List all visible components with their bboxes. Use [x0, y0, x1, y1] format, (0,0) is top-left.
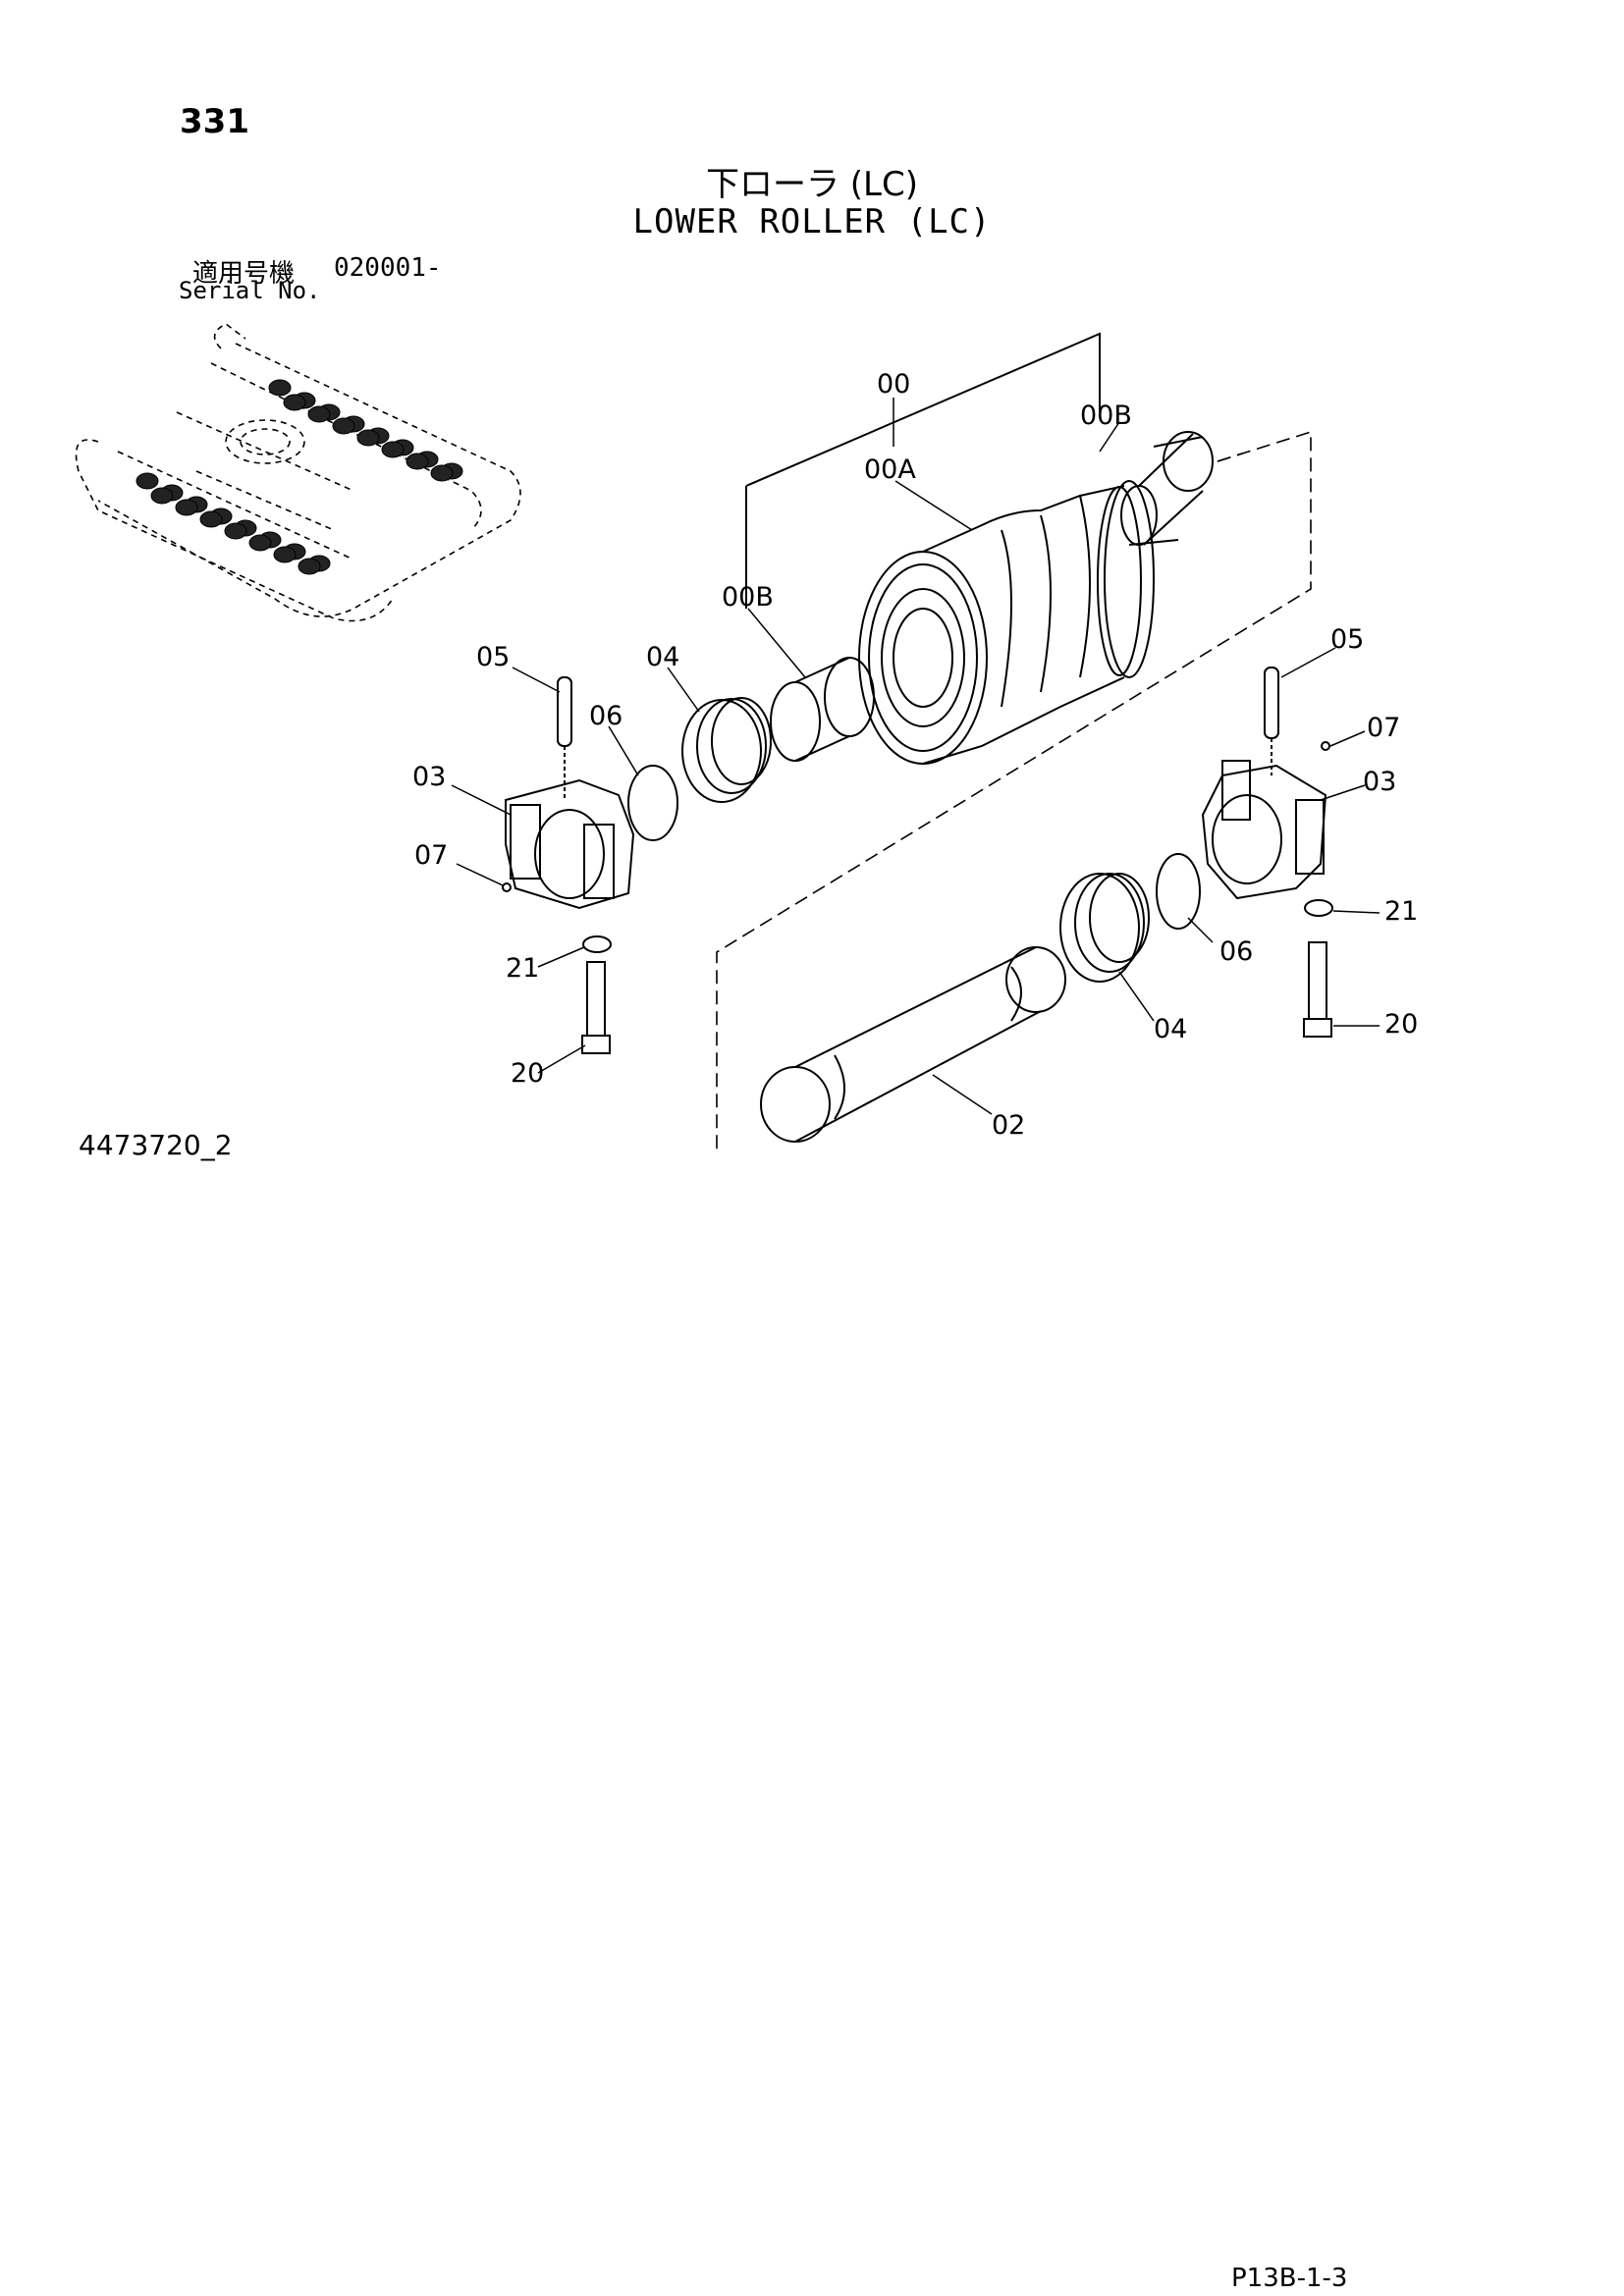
bracket-left-part — [505, 778, 635, 910]
serial-label-japanese: 適用号機 — [192, 259, 296, 289]
undercarriage-locator-illustration — [75, 323, 521, 622]
leader-lines — [451, 398, 1380, 1115]
serial-label-english: Serial No. — [179, 277, 321, 304]
pin-left-part — [557, 676, 572, 800]
seal-left-part — [681, 697, 772, 803]
track-rollers-group — [135, 379, 463, 575]
pin-right-part — [1264, 667, 1279, 775]
callout-05-left: 05 — [476, 642, 510, 672]
callout-04-right: 04 — [1154, 1014, 1187, 1044]
o-ring-left-part — [627, 765, 678, 841]
callout-00b-left: 00B — [722, 582, 774, 613]
callout-02: 02 — [992, 1110, 1025, 1141]
serial-number-value: 020001- — [334, 253, 442, 283]
page-number: 331 — [180, 102, 249, 141]
roller-body-part — [858, 480, 1155, 765]
bolt-left-part — [581, 961, 611, 1054]
grease-fitting-left-part — [502, 882, 512, 892]
footer-code: P13B-1-3 — [1231, 2264, 1348, 2293]
callout-06-left: 06 — [589, 701, 623, 731]
o-ring-right-part — [1156, 853, 1201, 930]
bushing-left-part — [770, 657, 875, 762]
callout-21-left: 21 — [506, 953, 539, 984]
callout-05-right: 05 — [1330, 624, 1364, 655]
callout-00: 00 — [877, 369, 910, 400]
callout-06-right: 06 — [1219, 936, 1253, 967]
callout-07-left: 07 — [414, 840, 448, 871]
shaft-part — [760, 946, 1066, 1143]
title-japanese: 下ローラ (LC) — [705, 165, 919, 204]
callout-00b-right: 00B — [1080, 400, 1132, 431]
washer-right-part — [1304, 899, 1333, 917]
callout-labels: 00 00B 00A 00B 05 04 06 03 07 21 20 05 0… — [412, 369, 1418, 1141]
bracket-right-part — [1201, 760, 1327, 900]
callout-21-right: 21 — [1384, 896, 1418, 927]
bushing-right-part — [1120, 431, 1214, 546]
title-english: LOWER ROLLER (LC) — [632, 202, 992, 241]
callout-03-right: 03 — [1363, 767, 1396, 797]
callout-20-left: 20 — [511, 1058, 544, 1089]
group-bracket-00 — [745, 332, 1101, 609]
grease-fitting-right-part — [1321, 741, 1330, 751]
callout-20-right: 20 — [1384, 1009, 1418, 1040]
seal-right-part — [1059, 873, 1150, 983]
callout-00a: 00A — [864, 454, 916, 485]
drawing-number: 4473720_2 — [79, 1129, 233, 1161]
callout-03-left: 03 — [412, 762, 446, 792]
washer-left-part — [582, 935, 612, 953]
callout-04-left: 04 — [646, 642, 679, 672]
assembly-dashed-boundary — [716, 430, 1312, 1153]
bolt-right-part — [1303, 941, 1332, 1038]
callout-07-right: 07 — [1367, 713, 1400, 743]
